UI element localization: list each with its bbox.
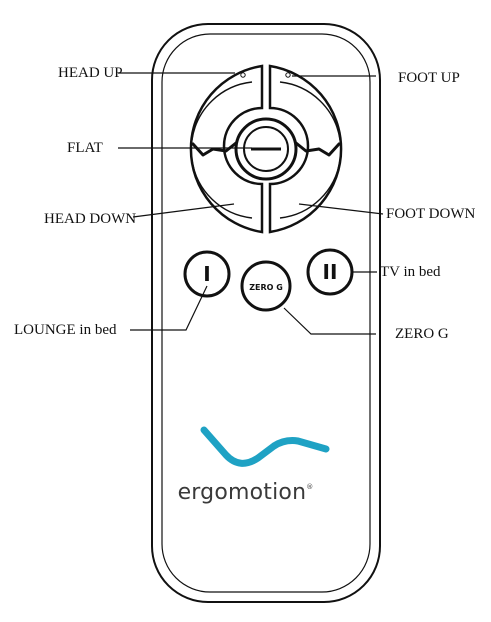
label-flat: FLAT: [67, 140, 103, 156]
zero-g-button-label: ZERO G: [249, 283, 283, 292]
remote-body-outer: [152, 24, 380, 602]
lounge-button[interactable]: I: [185, 252, 229, 296]
tv-button[interactable]: II: [308, 250, 352, 294]
label-tv-in-bed: TV in bed: [380, 264, 441, 280]
tv-glyph: II: [323, 260, 338, 284]
brand-name: ergomotion: [178, 480, 307, 505]
label-foot-down: FOOT DOWN: [386, 206, 475, 222]
label-zero-g: ZERO G: [395, 326, 449, 342]
lounge-glyph: I: [203, 262, 210, 286]
label-head-up: HEAD UP: [58, 65, 123, 81]
label-lounge-in-bed: LOUNGE in bed: [14, 322, 116, 338]
zero-g-button[interactable]: ZERO G: [242, 262, 290, 310]
label-head-down: HEAD DOWN: [44, 211, 136, 227]
label-foot-up: FOOT UP: [398, 70, 460, 86]
brand-wordmark: ergomotion®: [0, 480, 491, 505]
registered-mark: ®: [306, 483, 313, 491]
